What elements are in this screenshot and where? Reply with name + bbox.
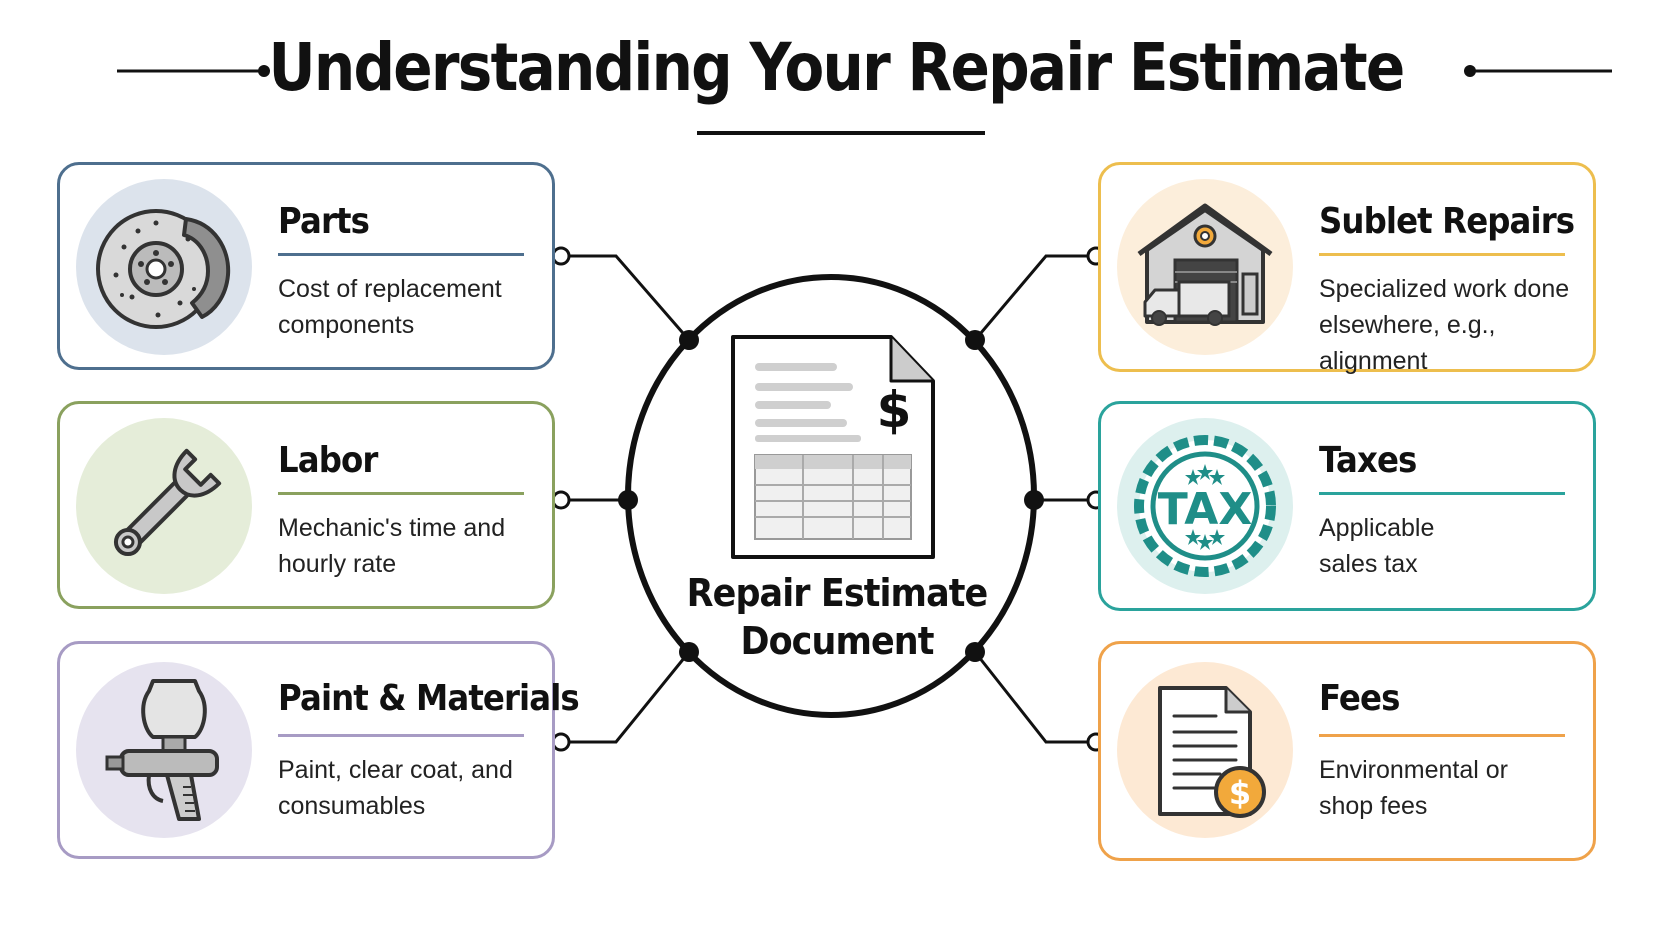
brake-disc-icon [96,209,231,329]
garage-truck-icon [1137,203,1273,326]
connector-sublet [973,254,1096,341]
title-rule-left-dot [258,65,270,77]
center-label: Repair Estimate Document [685,569,989,665]
card-paint-title: Paint & Materials [278,678,580,719]
document-dollar-icon: $ [731,335,935,559]
center-label-line2: Document [740,619,934,663]
card-taxes-icon-circle: TAX [1117,418,1293,594]
card-fees-title: Fees [1319,678,1400,719]
connectors [561,254,1096,744]
junction-dots [618,330,1044,662]
card-paint-icon-circle [76,662,252,838]
card-parts: Parts Cost of replacement components [57,162,555,370]
wrench-icon [113,448,222,557]
center-label-line1: Repair Estimate [686,571,989,615]
card-labor-title: Labor [278,440,378,481]
card-fees-rule [1319,734,1565,737]
card-parts-icon-circle [76,179,252,355]
tax-stamp-icon: TAX [1134,435,1276,577]
card-taxes-rule [1319,492,1565,495]
card-paint-rule [278,734,524,737]
card-sublet-title: Sublet Repairs [1319,201,1575,242]
connector-parts [561,254,691,341]
svg-text:$: $ [1229,774,1251,812]
spray-gun-icon [105,679,219,821]
card-parts-title: Parts [278,201,370,242]
card-fees-description: Environmental or shop fees [1319,756,1508,820]
card-taxes: TAX Taxes Applicable sales tax [1098,401,1596,611]
card-labor-rule [278,492,524,495]
connector-fees [973,651,1096,744]
card-sublet-repairs: Sublet Repairs Specialized work done els… [1098,162,1596,375]
card-sublet-description: Specialized work done elsewhere, e.g., a… [1319,275,1570,375]
card-labor-icon-circle [76,418,252,594]
card-paint-description: Paint, clear coat, and consumables [278,756,513,820]
card-labor-description: Mechanic's time and hourly rate [278,514,506,578]
card-sublet-icon-circle [1117,179,1293,355]
card-sublet-rule [1319,253,1565,256]
card-labor: Labor Mechanic's time and hourly rate [57,401,555,609]
invoice-fee-icon: $ [1158,686,1266,818]
card-fees: $ Fees Environmental or shop fees [1098,641,1596,861]
connector-paint [561,651,691,744]
tax-stamp-text: TAX [1158,484,1253,535]
svg-text:$: $ [877,381,912,439]
card-fees-icon-circle: $ [1117,662,1293,838]
title-rule-right-dot [1464,65,1476,77]
page-title: Understanding Your Repair Estimate [268,29,1405,106]
card-parts-rule [278,253,524,256]
card-paint-materials: Paint & Materials Paint, clear coat, and… [57,641,580,859]
card-taxes-description: Applicable sales tax [1319,514,1435,578]
card-parts-description: Cost of replacement components [278,275,502,339]
card-taxes-title: Taxes [1319,440,1417,481]
